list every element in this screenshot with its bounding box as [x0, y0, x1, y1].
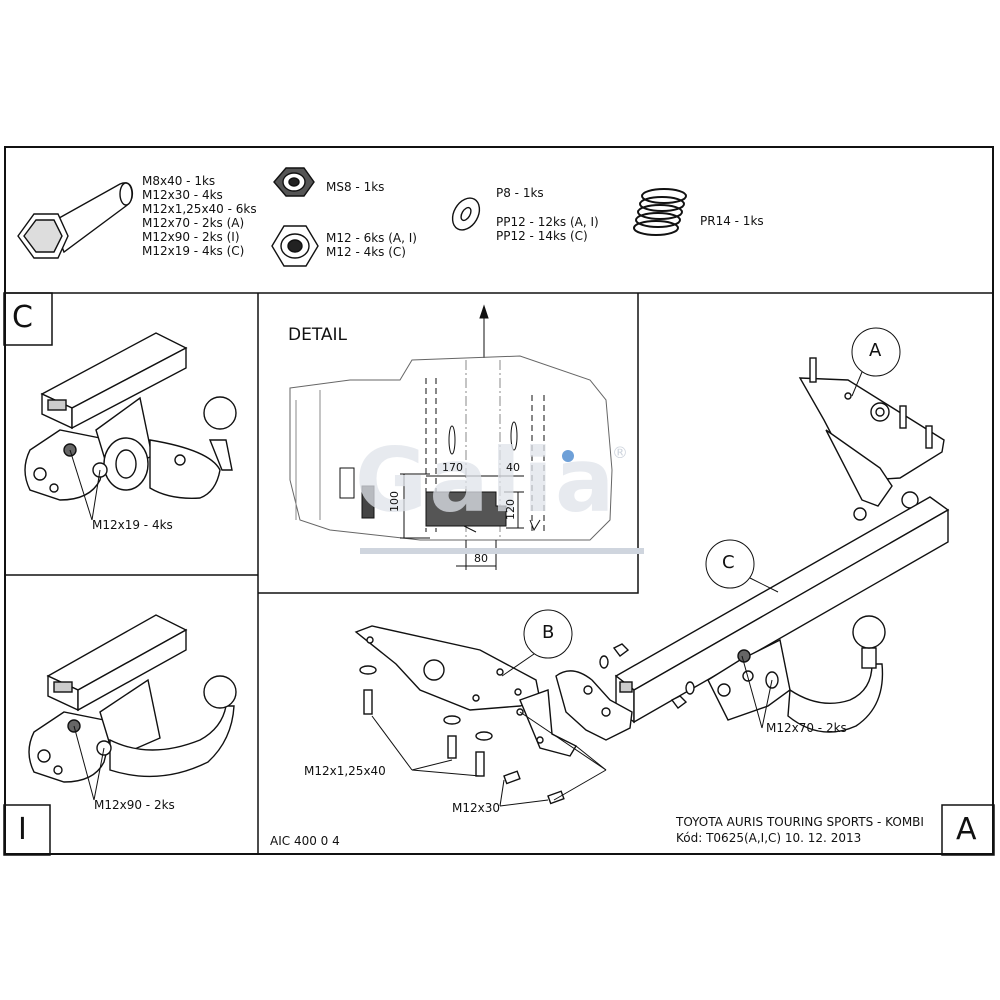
bolt-item: M12x90 - 2ks (I) — [142, 230, 240, 244]
towbar-c-drawing — [24, 332, 237, 501]
panel-a-letter: A — [956, 812, 977, 847]
callout-m12x1-25x40: M12x1,25x40 — [304, 764, 386, 778]
nut-item: M12 - 6ks (A, I) — [326, 231, 417, 245]
nut-ms8-icon — [273, 167, 315, 197]
watermark-bar — [360, 548, 644, 554]
bolt-item: M12x70 - 2ks (A) — [142, 216, 245, 230]
towbar-i-drawing — [28, 614, 237, 783]
detail-title: DETAIL — [288, 325, 348, 345]
washer-item: PP12 - 14ks (C) — [496, 229, 588, 243]
bolt-item: M12x30 - 4ks — [142, 188, 223, 202]
watermark-registered-mark: ® — [612, 443, 628, 462]
assembly-drawing — [354, 357, 950, 805]
panel-c-callout: M12x19 - 4ks — [92, 518, 173, 532]
bolt-item: M8x40 - 1ks — [142, 174, 216, 188]
vehicle-name: TOYOTA AURIS TOURING SPORTS - KOMBI — [676, 815, 924, 829]
panel-i-callout: M12x90 - 2ks — [94, 798, 175, 812]
dimension-170: 170 — [442, 461, 463, 474]
drawing-sheet — [4, 146, 994, 855]
bolt-item: M12x1,25x40 - 6ks — [142, 202, 257, 216]
nut-m12-list: M12 - 6ks (A, I) M12 - 4ks (C) — [326, 231, 417, 259]
washer-icon — [451, 197, 481, 231]
part-label-b: B — [542, 622, 555, 643]
panel-i-letter: I — [18, 812, 27, 847]
nut-ms8-label: MS8 - 1ks — [326, 180, 385, 194]
spring-icon — [633, 188, 687, 236]
hex-bolt-icon — [17, 182, 134, 259]
part-label-c: C — [722, 552, 735, 573]
dimension-80: 80 — [474, 552, 488, 565]
washer-p8-label: P8 - 1ks — [496, 186, 544, 200]
washer-pp12-list: PP12 - 12ks (A, I) PP12 - 14ks (C) — [496, 215, 599, 243]
bolt-list: M8x40 - 1ks M12x30 - 4ks M12x1,25x40 - 6… — [142, 174, 257, 258]
nut-item: M12 - 4ks (C) — [326, 245, 406, 259]
spring-label: PR14 - 1ks — [700, 214, 764, 228]
callout-lines-i — [73, 725, 105, 801]
watermark-logo: Galia — [355, 429, 617, 532]
drawing-code: AIC 400 0 4 — [270, 834, 340, 848]
bolt-item: M12x19 - 4ks (C) — [142, 244, 245, 258]
kod-date: Kód: T0625(A,I,C) 10. 12. 2013 — [676, 831, 862, 845]
watermark-dot — [562, 450, 574, 462]
dimension-40: 40 — [506, 461, 520, 474]
callout-lines-main — [371, 327, 901, 807]
part-label-a: A — [869, 340, 882, 361]
callout-m12x70: M12x70 - 2ks — [766, 721, 847, 735]
dimension-120: 120 — [504, 499, 517, 520]
detail-drawing — [289, 304, 613, 570]
dimension-100: 100 — [388, 491, 401, 512]
nut-m12-icon — [271, 225, 319, 267]
callout-lines-c — [69, 449, 101, 521]
callout-m12x30: M12x30 — [452, 801, 500, 815]
panel-c-letter: C — [12, 300, 33, 335]
washer-item: PP12 - 12ks (A, I) — [496, 215, 599, 229]
